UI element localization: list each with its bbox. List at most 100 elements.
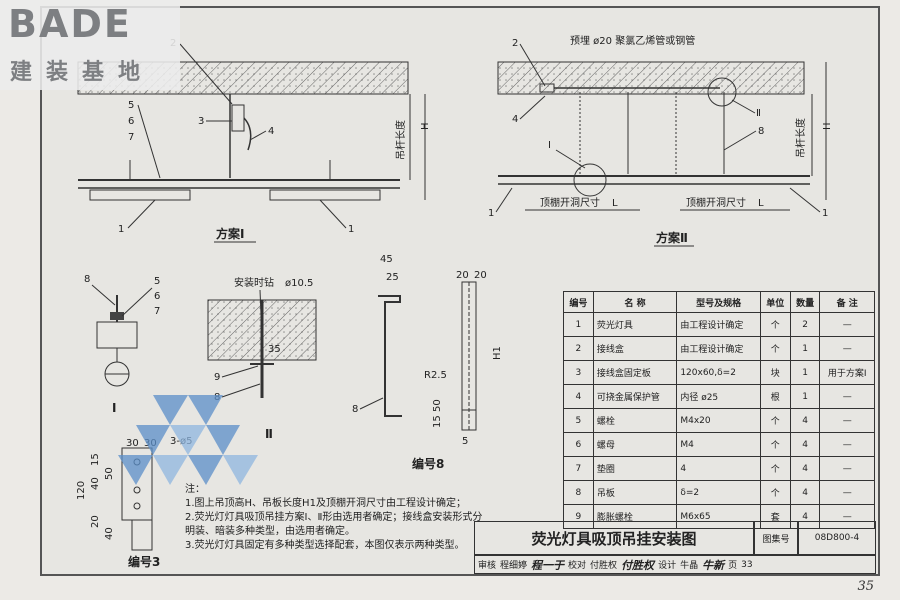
col-no: 编号 xyxy=(563,291,594,313)
col-name: 名 称 xyxy=(592,291,678,313)
table-cell: 3 xyxy=(563,360,594,385)
scheme2-dim-l-left: L xyxy=(612,198,618,209)
detail1-label-8: 8 xyxy=(84,274,90,285)
table-cell: — xyxy=(819,504,875,529)
scheme2-label-2b: Ⅱ xyxy=(756,108,761,119)
page-number: 35 xyxy=(857,579,874,594)
table-cell: 8 xyxy=(563,480,594,505)
scheme1-label-6: 6 xyxy=(128,116,134,127)
table-cell: 4 xyxy=(563,384,594,409)
table-cell: 5 xyxy=(563,408,594,433)
table-cell: 个 xyxy=(759,312,791,337)
table-cell: 吊板 xyxy=(592,480,678,505)
atlas-number: 08D800-4 xyxy=(798,521,876,555)
table-cell: 1 xyxy=(789,360,821,385)
table-cell: 个 xyxy=(759,336,791,361)
table-cell: 2 xyxy=(563,336,594,361)
detail2-drawing: 安装时钻 ø10.5 35 9 8 Ⅱ xyxy=(207,276,317,441)
scheme1-label-7: 7 xyxy=(128,132,134,143)
watermark-logo xyxy=(118,395,258,485)
notes-head: 注： xyxy=(185,484,205,495)
logo: BADE 建装基地 xyxy=(0,0,180,90)
part3-dim-15: 15 xyxy=(90,453,101,466)
table-cell: 用于方案Ⅰ xyxy=(819,360,875,385)
table-cell: M4 xyxy=(676,432,761,457)
title-block: 荧光灯具吸顶吊挂安装图 图集号 08D800-4 审核 程细婷 程一于 校对 付… xyxy=(474,521,876,574)
parts-table-header: 编号 名 称 型号及规格 单位 数量 备 注 xyxy=(563,291,875,313)
table-cell: 由工程设计确定 xyxy=(676,336,761,361)
detail2-label-9: 9 xyxy=(214,372,220,383)
designer-name: 牛晶 xyxy=(680,561,699,571)
col-remark: 备 注 xyxy=(819,291,875,313)
table-cell: 4 xyxy=(789,432,821,457)
reviewer-name: 程细婷 xyxy=(500,561,528,571)
part8-dim-h1: H1 xyxy=(492,346,503,360)
part8-drawing: 45 25 20 20 R2.5 50 15 5 H1 8 编号8 xyxy=(352,254,503,471)
table-cell: 接线盒 xyxy=(592,336,678,361)
logo-text-cn: 建装基地 xyxy=(10,60,155,85)
table-cell: 螺母 xyxy=(592,432,678,457)
table-cell: 7 xyxy=(563,456,594,481)
part3-dim-40b: 40 xyxy=(104,527,115,540)
table-cell: M4x20 xyxy=(676,408,761,433)
signature-row: 审核 程细婷 程一于 校对 付胜权 付胜权 设计 牛晶 牛新 页 33 xyxy=(474,555,876,574)
detail1-label-7: 7 xyxy=(154,306,160,317)
scheme2-label-8: 8 xyxy=(758,126,764,137)
part3-caption: 编号3 xyxy=(127,554,160,569)
scheme2-dim-l-right: L xyxy=(758,198,764,209)
review-label: 审核 xyxy=(478,561,497,571)
scheme2-open-size-left: 顶棚开洞尺寸 xyxy=(540,196,600,209)
part3-dim-120: 120 xyxy=(76,481,87,500)
table-cell: — xyxy=(819,336,875,361)
table-cell: 螺栓 xyxy=(592,408,678,433)
scheme1-dim-h: H xyxy=(420,122,431,130)
table-cell: 垫圈 xyxy=(592,456,678,481)
detail2-dim-35: 35 xyxy=(268,344,281,355)
col-spec: 型号及规格 xyxy=(676,291,761,313)
detail2-bolt: 安装时钻 xyxy=(234,276,274,289)
table-cell: 1 xyxy=(563,312,594,337)
table-cell: — xyxy=(819,456,875,481)
part3-dim-20: 20 xyxy=(90,515,101,528)
table-cell: 1 xyxy=(789,384,821,409)
table-cell: 个 xyxy=(759,480,791,505)
scheme2-dim-h: H xyxy=(822,122,833,130)
scheme1-label-4: 4 xyxy=(268,126,274,137)
scheme2-label-4: 4 xyxy=(512,114,518,125)
designer-signature: 牛新 xyxy=(702,558,725,572)
part3-dim-40: 40 xyxy=(90,477,101,490)
scheme1-dim-h1: 吊杆长度 xyxy=(394,120,407,160)
detail1-drawing: 8 5 6 7 Ⅰ xyxy=(84,274,160,415)
page-value: 33 xyxy=(741,559,753,570)
scheme2-dim-h1: 吊杆长度 xyxy=(794,118,807,158)
note-1: 1.图上吊顶高H、吊板长度H1及顶棚开洞尺寸由工程设计确定； xyxy=(185,498,466,509)
note-3: 3.荧光灯灯具固定有多种类型选择配套，本图仅表示两种类型。 xyxy=(185,540,465,551)
part8-dim-20a: 20 xyxy=(456,270,469,281)
checker-name: 付胜权 xyxy=(590,561,618,571)
detail2-caption: Ⅱ xyxy=(265,427,273,441)
table-cell: 块 xyxy=(759,360,791,385)
notes: 注： 1.图上吊顶高H、吊板长度H1及顶棚开洞尺寸由工程设计确定； 2.荧光灯灯… xyxy=(185,483,485,553)
col-unit: 单位 xyxy=(759,291,791,313)
part3-drawing: 30 30 3-ø5 15 40 50 120 20 40 编号3 xyxy=(76,436,192,569)
scheme1-caption: 方案Ⅰ xyxy=(216,226,244,241)
part8-dim-20b: 20 xyxy=(474,270,487,281)
table-cell: M6x65 xyxy=(676,504,761,529)
table-cell: 4 xyxy=(789,456,821,481)
table-cell: 4 xyxy=(789,408,821,433)
table-cell: — xyxy=(819,480,875,505)
design-label: 设计 xyxy=(658,561,677,571)
scheme1-label-1a: 1 xyxy=(118,224,124,235)
detail1-label-5: 5 xyxy=(154,276,160,287)
part3-dim-50: 50 xyxy=(104,467,115,480)
detail2-dia: ø10.5 xyxy=(285,278,313,289)
scheme1-label-5: 5 xyxy=(128,100,134,111)
